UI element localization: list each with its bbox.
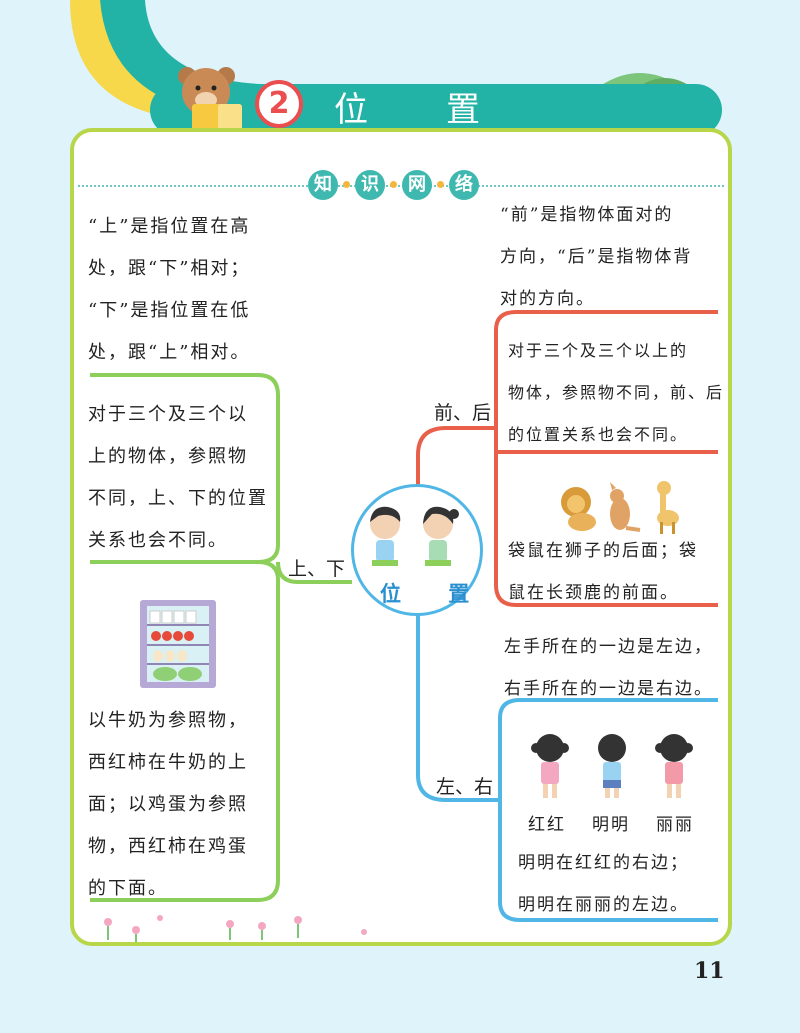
kid-name-honghong: 红红: [528, 815, 566, 835]
up-down-note: 对于三个及三个以 上的物体，参照物 不同，上、下的位置 关系也会不同。: [88, 404, 268, 551]
divider-dot: [437, 181, 444, 188]
branch-label-up-down: 上、下: [288, 558, 346, 580]
up-down-definition: “上”是指位置在高 处，跟“下”相对； “下”是指位置在低 处，跟“上”相对。: [88, 216, 251, 363]
section-title-char-3: 网: [402, 170, 432, 200]
center-node: [351, 484, 483, 616]
chapter-banner: [150, 84, 722, 136]
front-back-note: 对于三个及三个以上的 物体，参照物不同，前、后 的位置关系也会不同。: [508, 341, 725, 444]
kid-name-mingming: 明明: [592, 815, 630, 835]
section-title-char-2: 识: [355, 170, 385, 200]
page-number: 11: [694, 958, 725, 984]
section-title-char-1: 知: [308, 170, 338, 200]
front-back-definition: “前”是指物体面对的 方向，“后”是指物体背 对的方向。: [500, 205, 693, 309]
chapter-title: 位置: [334, 90, 558, 130]
front-back-example: 袋鼠在狮子的后面；袋 鼠在长颈鹿的前面。: [508, 541, 698, 603]
divider-dot: [343, 181, 350, 188]
branch-label-front-back: 前、后: [434, 402, 492, 424]
kid-name-lili: 丽丽: [656, 815, 694, 835]
divider-dot: [390, 181, 397, 188]
up-down-example: 以牛奶为参照物， 西红柿在牛奶的上 面；以鸡蛋为参照 物，西红柿在鸡蛋 的下面。: [88, 710, 248, 899]
chapter-number: 2: [255, 80, 303, 128]
left-right-example: 明明在红红的右边； 明明在丽丽的左边。: [518, 853, 689, 915]
center-label: 位 置: [380, 582, 490, 606]
left-right-definition: 左手所在的一边是左边， 右手所在的一边是右边。: [504, 637, 713, 699]
branch-label-left-right: 左、右: [436, 776, 494, 798]
section-title-char-4: 络: [449, 170, 479, 200]
divider: [78, 185, 724, 187]
